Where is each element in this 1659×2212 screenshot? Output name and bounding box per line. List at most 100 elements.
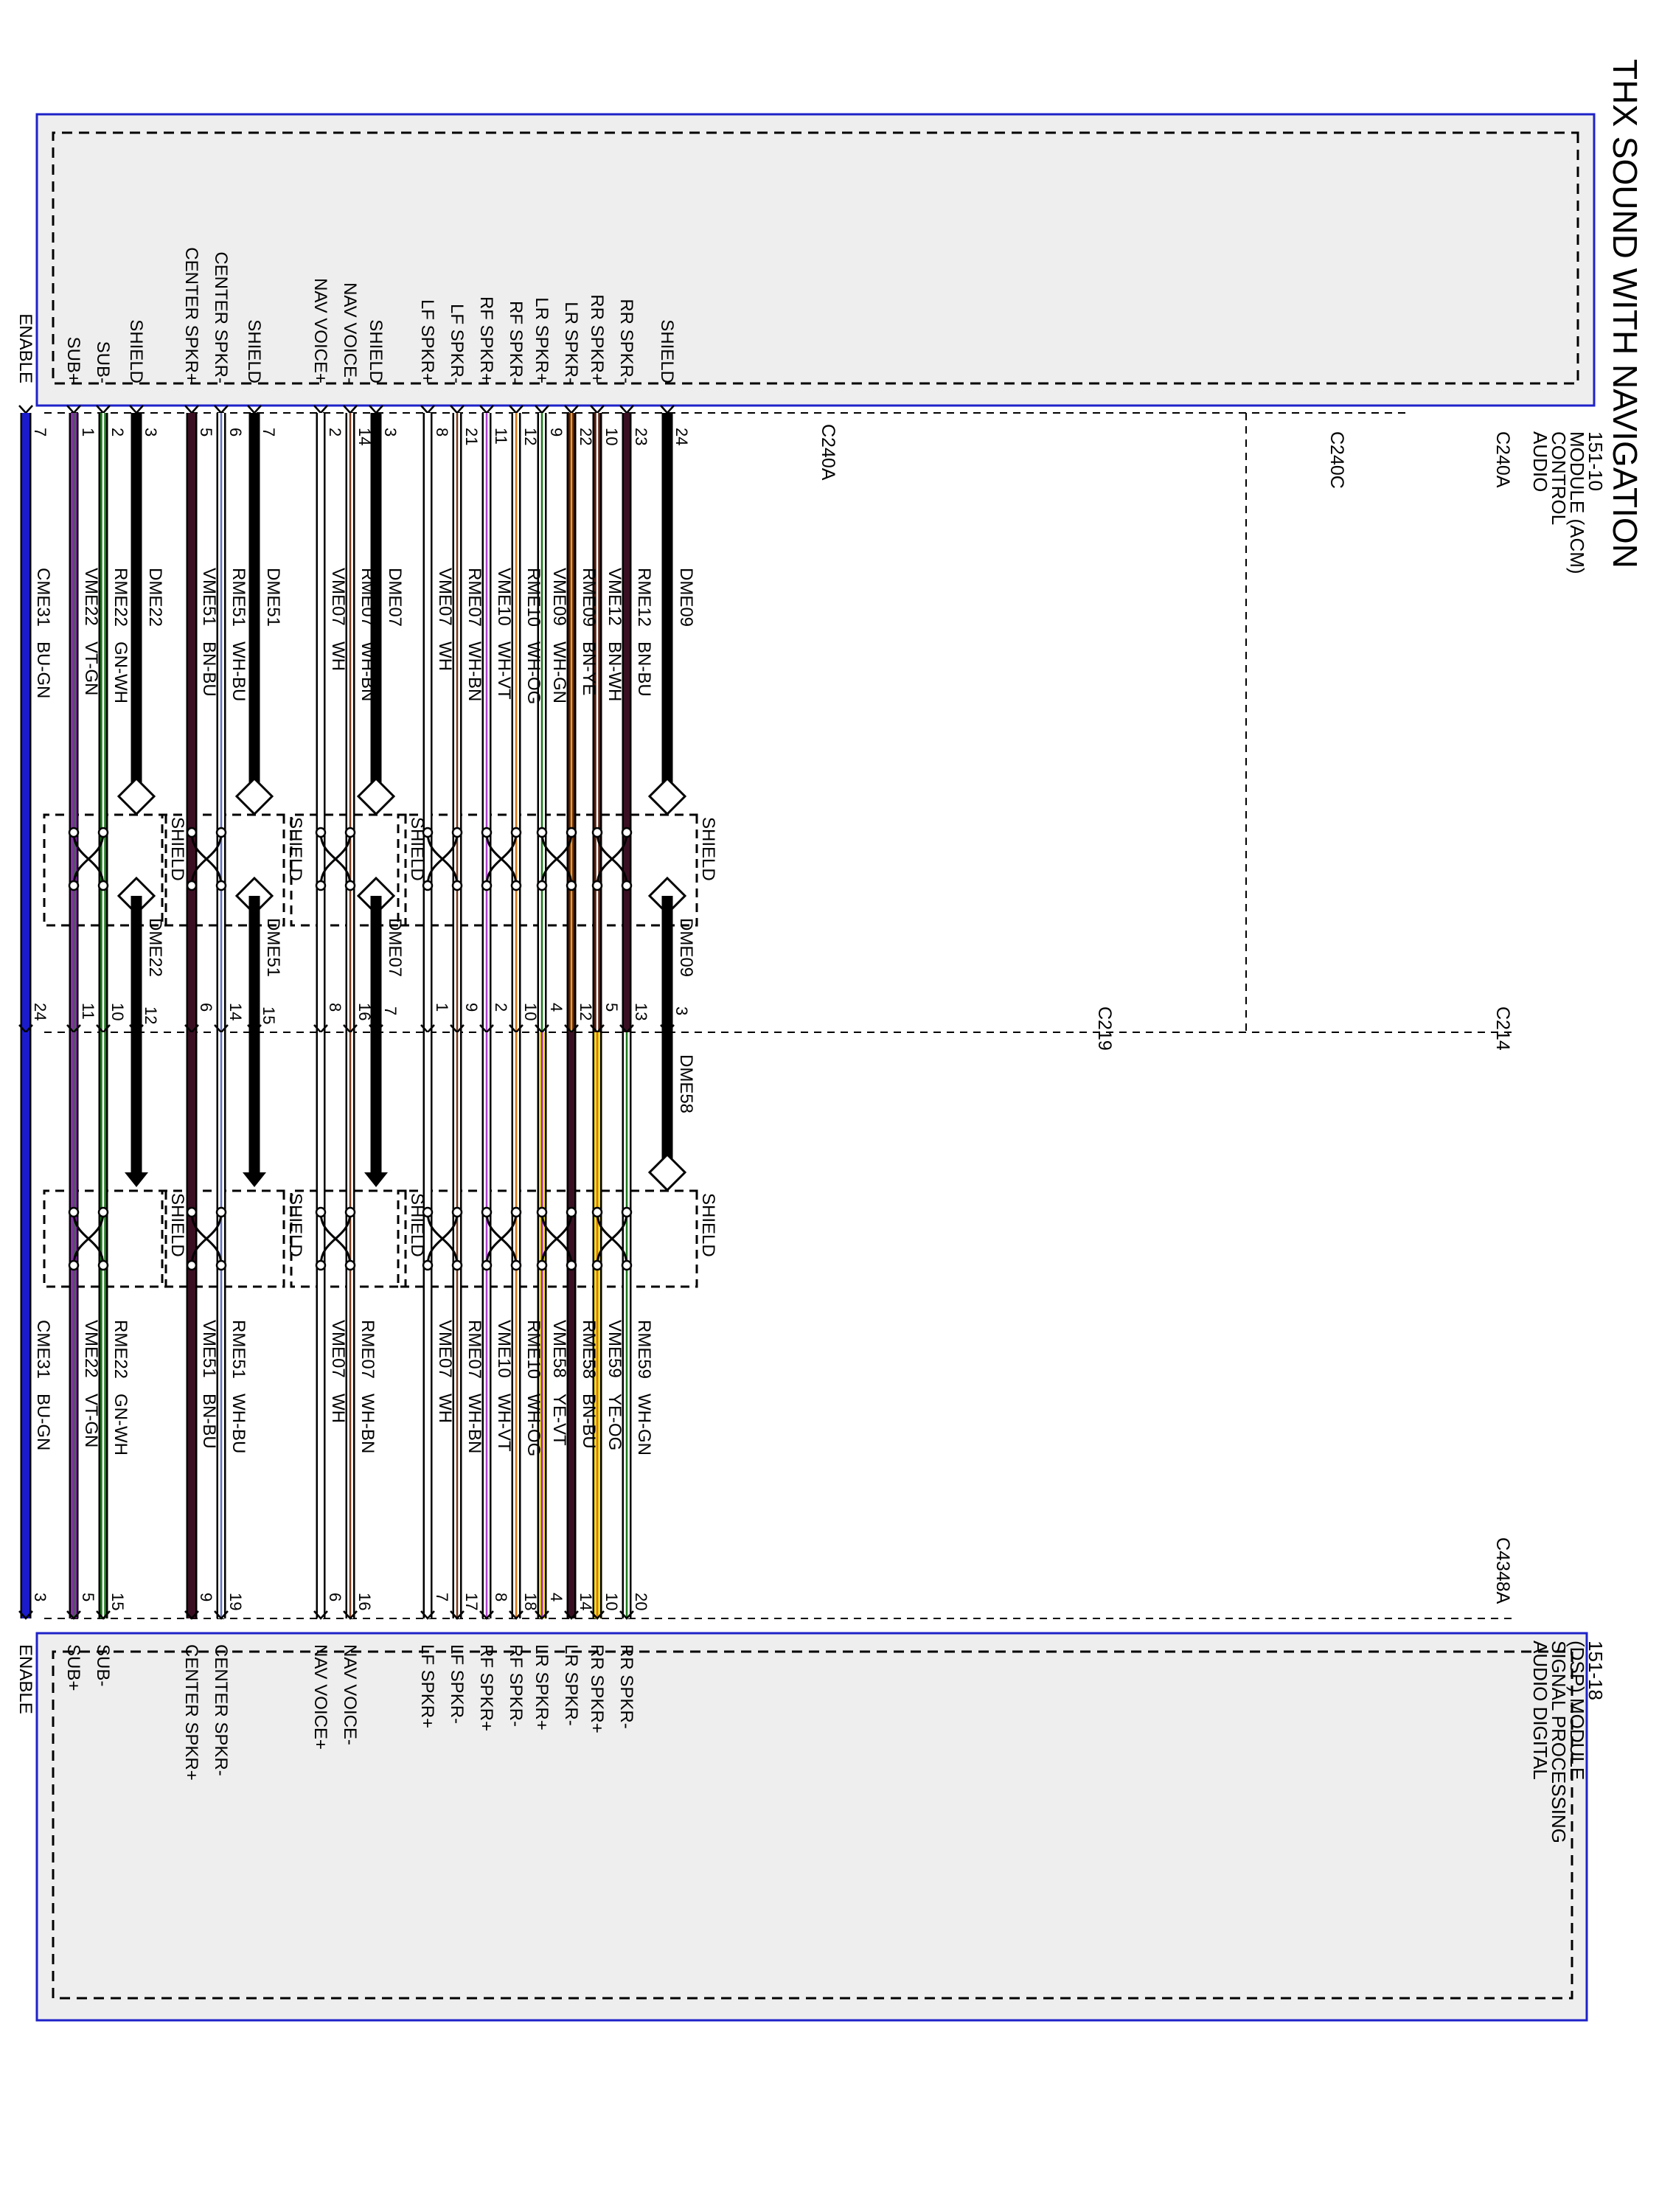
wire-color-2: WH-BN bbox=[465, 1394, 484, 1453]
wire-color-2: WH-OG bbox=[524, 1394, 543, 1456]
inline-pin-number: 12 bbox=[577, 1003, 595, 1020]
dsp-terminal-chevron bbox=[590, 1610, 605, 1620]
acm-pin-name: NAV VOICE+ bbox=[310, 278, 330, 383]
circuit-number-2: RME51 bbox=[229, 1320, 248, 1379]
inline-pin-number: 7 bbox=[381, 1006, 400, 1015]
dsp-pin-name: LF SPKR+ bbox=[417, 1644, 437, 1728]
dsp-module: AUDIO DIGITAL SIGNAL PROCESSING (DSP) MO… bbox=[35, 1632, 1607, 2022]
dsp-pin-name: NAV VOICE- bbox=[340, 1644, 360, 1745]
shield-circuit-label: DME09 bbox=[676, 918, 696, 977]
inline-pin-number: 24 bbox=[31, 1003, 49, 1020]
acm-pin-number: 5 bbox=[197, 428, 215, 437]
dsp-terminal-chevron bbox=[96, 1610, 111, 1620]
dsp-terminal-chevron bbox=[313, 1610, 328, 1620]
acm-pin-number: 2 bbox=[326, 428, 344, 437]
shield-label: SHIELD bbox=[285, 1193, 305, 1257]
acm-module-inner-border bbox=[52, 131, 1579, 385]
wire-color-2: YE-OG bbox=[605, 1394, 625, 1450]
wire-color-1: WH-BU bbox=[229, 641, 248, 701]
wire-color-2: BN-BU bbox=[579, 1394, 599, 1449]
wire-color-2: BN-BU bbox=[199, 1394, 219, 1449]
dsp-terminal-chevron bbox=[184, 1610, 199, 1620]
inline-pin-number: 10 bbox=[521, 1003, 540, 1020]
acm-pin-name: CENTER SPKR- bbox=[211, 251, 231, 383]
shield-circuit-label: DME22 bbox=[145, 568, 165, 627]
shield-ground-mark bbox=[364, 1172, 388, 1187]
acm-pin-number: 21 bbox=[462, 428, 481, 445]
twisted-pair-marker bbox=[591, 1206, 633, 1271]
shield-label: SHIELD bbox=[698, 1193, 718, 1257]
inline-pin-number: 2 bbox=[492, 1003, 510, 1012]
acm-pin-number: 8 bbox=[433, 428, 451, 437]
dsp-terminal-chevron bbox=[66, 1610, 81, 1620]
circuit-number-2: VME58 bbox=[549, 1320, 569, 1378]
circuit-number-2: VME07 bbox=[435, 1320, 455, 1378]
wire-color-2: WH-BN bbox=[358, 1394, 378, 1453]
acm-module: AUDIO CONTROL MODULE (ACM) 151-10 bbox=[35, 113, 1607, 574]
twisted-pair-marker bbox=[186, 827, 227, 891]
shield-circuit-label: DME58 bbox=[676, 1054, 696, 1113]
labels: ENABLE7CME31BU-GN24CME31BU-GN3ENABLESUB+… bbox=[15, 247, 718, 1780]
connector-c240a-top: C240A bbox=[1492, 431, 1513, 488]
acm-pin-name: LF SPKR+ bbox=[417, 299, 437, 383]
twisted-pair-marker bbox=[481, 827, 522, 891]
dsp-module-label-4: 151-18 bbox=[1585, 1641, 1607, 1700]
wires bbox=[18, 405, 687, 1620]
inline-pin-number: 4 bbox=[547, 1003, 566, 1012]
dsp-terminal-chevron bbox=[450, 1610, 465, 1620]
acm-pin-number: 2 bbox=[108, 428, 127, 437]
dsp-module-label-2: SIGNAL PROCESSING bbox=[1548, 1641, 1570, 1843]
acm-pin-name: LR SPKR+ bbox=[532, 297, 552, 383]
circuit-number-2: CME31 bbox=[33, 1320, 53, 1379]
wire-color-1: BN-YE bbox=[579, 641, 599, 695]
dsp-module-label-1: AUDIO DIGITAL bbox=[1529, 1641, 1551, 1780]
dsp-module-label-3: (DSP) MODULE bbox=[1566, 1641, 1588, 1780]
wire-color-1: WH-BN bbox=[358, 641, 378, 701]
circuit-number-1: RME51 bbox=[229, 568, 248, 627]
wire-color-1: WH bbox=[328, 641, 348, 671]
acm-pin-name: SHIELD bbox=[366, 319, 386, 383]
acm-module-label-3: MODULE (ACM) bbox=[1566, 431, 1588, 574]
acm-module-box bbox=[35, 113, 1596, 407]
acm-pin-number: 10 bbox=[602, 428, 621, 445]
shield-splice-diamond bbox=[647, 1152, 687, 1192]
circuit-number-1: VME07 bbox=[328, 568, 348, 626]
dsp-pin-number: 6 bbox=[326, 1593, 344, 1601]
inline-pin-number: 16 bbox=[355, 1003, 374, 1020]
acm-pin-name: SUB- bbox=[93, 341, 113, 383]
wire-color-1: WH bbox=[435, 641, 455, 671]
inline-pin-number: 1 bbox=[433, 1003, 451, 1012]
acm-pin-name: SHIELD bbox=[244, 319, 264, 383]
dsp-pin-number: 20 bbox=[632, 1593, 650, 1610]
shield-splice-diamond bbox=[647, 776, 687, 816]
wire-color-2: WH bbox=[328, 1394, 348, 1423]
acm-pin-number: 24 bbox=[672, 428, 691, 445]
acm-pin-name: RR SPKR+ bbox=[587, 294, 607, 383]
acm-module-label-2: CONTROL bbox=[1548, 431, 1570, 525]
acm-pin-name: SUB+ bbox=[63, 337, 83, 383]
circuit-number-1: RME07 bbox=[465, 568, 484, 627]
circuit-number-2: VME59 bbox=[605, 1320, 625, 1378]
connector-c219: C219 bbox=[1094, 1006, 1115, 1051]
circuit-number-2: VME51 bbox=[199, 1320, 219, 1378]
dsp-pin-name: LF SPKR- bbox=[447, 1644, 467, 1724]
twisted-pair-marker bbox=[536, 827, 577, 891]
shield-circuit-label: DME07 bbox=[385, 568, 405, 627]
dsp-pin-name: RR SPKR- bbox=[616, 1644, 636, 1729]
dsp-pin-name: RR SPKR+ bbox=[587, 1644, 607, 1733]
dsp-pin-name: CENTER SPKR+ bbox=[181, 1644, 201, 1781]
inline-pin-number: 14 bbox=[226, 1003, 245, 1020]
wire-color-2: BU-GN bbox=[33, 1394, 53, 1450]
inline-pin-number: 11 bbox=[79, 1003, 97, 1020]
shield-splice-diamond bbox=[116, 776, 156, 816]
dsp-pin-name: ENABLE bbox=[15, 1644, 35, 1714]
wire-color-2: GN-WH bbox=[111, 1394, 131, 1455]
dsp-module-box bbox=[35, 1632, 1588, 2022]
shield-ground-mark bbox=[243, 1172, 266, 1187]
wire-color-1: GN-WH bbox=[111, 641, 131, 703]
shield-label: SHIELD bbox=[698, 817, 718, 881]
circuit-number-1: RME10 bbox=[524, 568, 543, 627]
wire-color-2: YE-VT bbox=[549, 1394, 569, 1446]
circuit-number-2: RME10 bbox=[524, 1320, 543, 1379]
